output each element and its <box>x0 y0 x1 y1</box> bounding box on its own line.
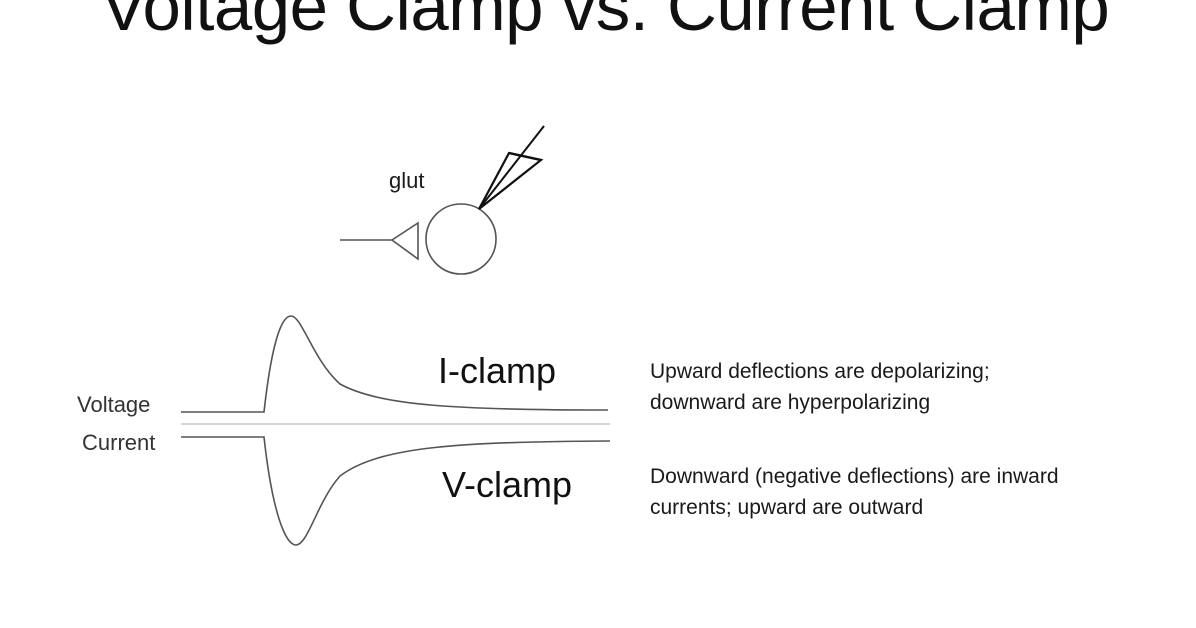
current-trace <box>181 436 611 546</box>
iclamp-label: I-clamp <box>438 350 557 391</box>
presynaptic-terminal <box>390 221 419 261</box>
iclamp-note-line-1: Upward deflections are depolarizing; <box>650 360 990 383</box>
current-trace-label: Current <box>82 430 156 455</box>
voltage-trace <box>181 315 609 413</box>
vclamp-label: V-clamp <box>442 464 573 505</box>
voltage-trace-label: Voltage <box>77 392 151 417</box>
iclamp-note-line-2: downward are hyperpolarizing <box>650 391 931 414</box>
slide-title: Voltage Clamp vs. Current Clamp <box>100 0 1110 45</box>
vclamp-note-line-2: currents; upward are outward <box>650 496 924 519</box>
vclamp-note-line-1: Downward (negative deflections) are inwa… <box>650 465 1059 488</box>
postsynaptic-cell <box>425 203 497 275</box>
iclamp-note: Upward deflections are depolarizing; dow… <box>650 356 990 418</box>
vclamp-note: Downward (negative deflections) are inwa… <box>650 461 1059 523</box>
recording-electrode <box>478 125 545 210</box>
glut-label: glut <box>389 168 425 193</box>
